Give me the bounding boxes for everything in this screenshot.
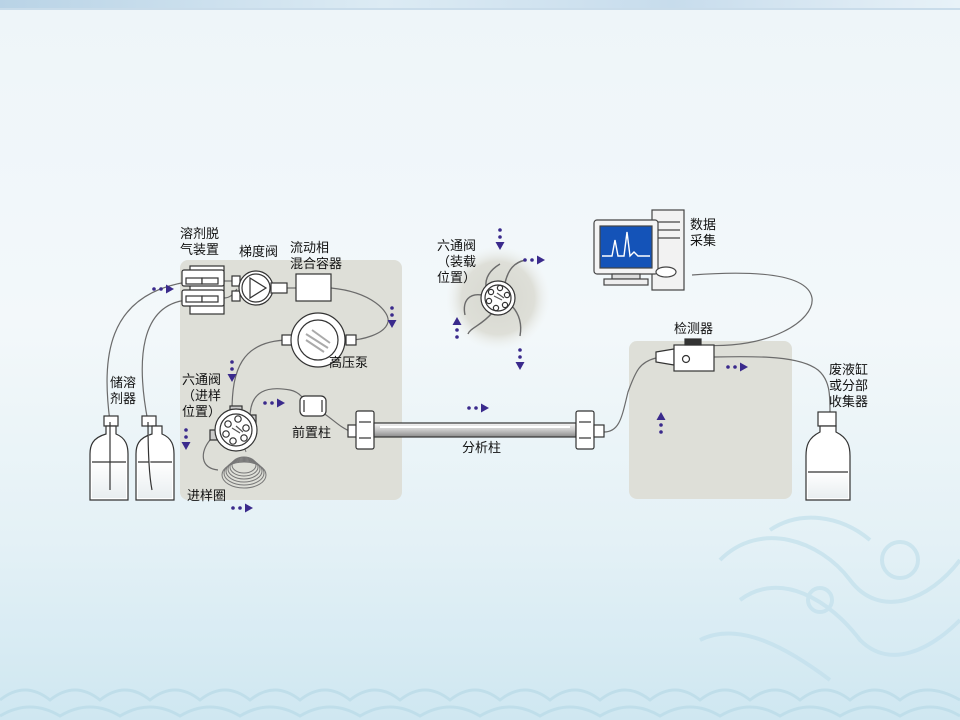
solvent-reservoir-bottles bbox=[89, 415, 175, 501]
flow-arrow-load-down bbox=[515, 348, 525, 370]
six-valve-inject-label: 六通阀 （进样 位置） bbox=[182, 373, 222, 420]
hp-pump-label: 高压泵 bbox=[329, 356, 369, 371]
load-valve-tubing bbox=[463, 259, 527, 337]
data-acquisition-label: 数据 采集 bbox=[690, 218, 717, 249]
top-divider bbox=[0, 8, 960, 10]
precolumn-label: 前置柱 bbox=[292, 426, 332, 441]
six-port-valve-inject bbox=[209, 405, 258, 452]
column-label: 分析柱 bbox=[462, 441, 502, 456]
high-pressure-pump bbox=[281, 312, 357, 368]
tubing bbox=[106, 272, 831, 471]
sample-loop-label: 进样圈 bbox=[187, 489, 227, 504]
six-port-valve-load bbox=[480, 280, 516, 316]
mixer-box bbox=[295, 273, 332, 302]
dragon-watermark bbox=[699, 515, 960, 682]
wave-decoration bbox=[0, 688, 960, 718]
flow-arrow-loop bbox=[231, 503, 253, 513]
degasser-label: 溶剂脱 气装置 bbox=[180, 227, 220, 258]
gradient-valve-label: 梯度阀 bbox=[239, 245, 279, 260]
detector-label: 检测器 bbox=[674, 322, 714, 337]
detector bbox=[655, 338, 715, 372]
sample-loop-coil bbox=[221, 439, 267, 489]
waste-label: 废液缸 或分部 收集器 bbox=[829, 363, 869, 410]
analytical-column bbox=[347, 410, 605, 450]
top-banner bbox=[0, 0, 960, 8]
six-valve-load-label: 六通阀 （装载 位置） bbox=[437, 239, 477, 286]
mixer-label: 流动相 混合容器 bbox=[290, 241, 343, 272]
data-acquisition-computer bbox=[593, 209, 685, 291]
degasser bbox=[181, 265, 225, 315]
detector-module-background bbox=[629, 341, 792, 499]
precolumn bbox=[299, 395, 327, 417]
reservoir-label: 储溶 剂器 bbox=[110, 376, 137, 407]
waste-bottle bbox=[805, 411, 851, 501]
gradient-valve bbox=[231, 270, 288, 306]
flow-arrow-column bbox=[467, 403, 489, 413]
